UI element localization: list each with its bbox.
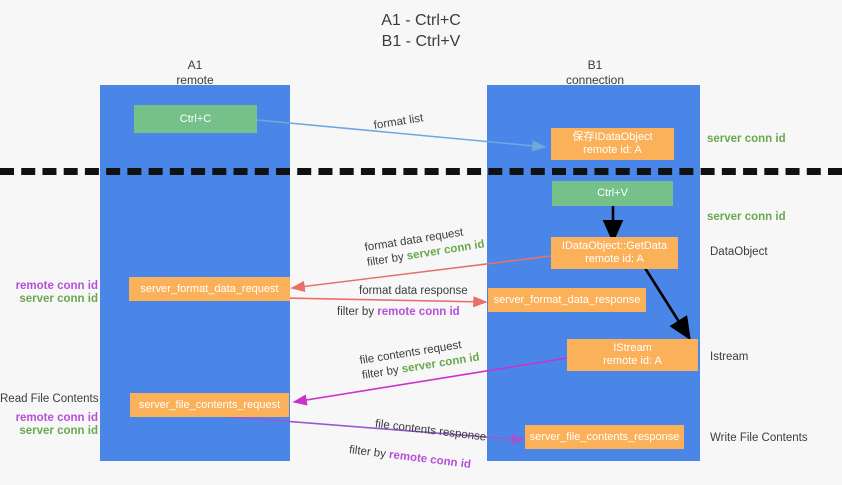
server-file-contents-response-box[interactable]: server_file_contents_response [525, 425, 684, 449]
save-idataobject-box-line1: 保存IDataObject [572, 131, 653, 143]
idataobject-getdata-box[interactable]: IDataObject::GetData remote id: A [551, 237, 678, 269]
ctrl-v-box-label: Ctrl+V [597, 187, 628, 199]
left-label-read-file-contents: Read File Contents [0, 393, 99, 405]
server-file-contents-response-label: server_file_contents_response [529, 430, 680, 443]
server-format-data-response-box[interactable]: server_format_data_response [488, 288, 646, 312]
ctrl-v-box[interactable]: Ctrl+V [552, 181, 673, 206]
server-file-contents-request-box[interactable]: server_file_contents_request [130, 393, 289, 417]
left-label-remote-conn-id-2: remote conn id [15, 412, 98, 424]
left-label-server-conn-id-2: server conn id [19, 425, 98, 437]
idataobject-getdata-box-line2: remote id: A [585, 253, 644, 265]
ctrl-c-box[interactable]: Ctrl+C [134, 105, 257, 133]
right-label-istream: Istream [710, 351, 749, 363]
istream-box-line2: remote id: A [603, 355, 662, 367]
edge-label-format-list: format list [372, 112, 425, 132]
lane-header-a1-remote: A1 remote [176, 58, 214, 87]
edge-label-file-contents-request: file contents request filter by server c… [358, 339, 481, 382]
istream-box-line1: IStream [613, 342, 652, 354]
server-file-contents-request-label: server_file_contents_request [138, 398, 281, 411]
edge-label-format-data-response: format data response [359, 285, 468, 297]
edge-label-file-contents-response-filter: filter by remote conn id [348, 444, 472, 471]
right-label-dataobject: DataObject [710, 246, 768, 258]
save-idataobject-box[interactable]: 保存IDataObject remote id: A [551, 128, 674, 160]
left-label-server-conn-id-1: server conn id [19, 293, 98, 305]
lane-header-b1-connection: B1 connection [565, 58, 625, 87]
idataobject-getdata-box-line1: IDataObject::GetData [561, 240, 668, 252]
right-label-server-conn-id-top: server conn id [707, 133, 786, 145]
right-label-write-file-contents: Write File Contents [710, 432, 808, 444]
edge-label-format-data-response-filter: filter by remote conn id [337, 306, 460, 318]
edge-label-format-data-request: format data request filter by server con… [363, 226, 486, 269]
edge-label-file-contents-response: file contents response [374, 418, 487, 444]
phase-divider [0, 168, 842, 175]
right-label-server-conn-id-mid: server conn id [707, 211, 786, 223]
istream-box[interactable]: IStream remote id: A [567, 339, 698, 371]
server-format-data-response-label: server_format_data_response [493, 293, 641, 306]
left-label-remote-conn-id-1: remote conn id [15, 280, 98, 292]
page-title: A1 - Ctrl+C B1 - Ctrl+V [381, 12, 461, 50]
server-format-data-request-label: server_format_data_request [140, 282, 279, 295]
server-format-data-request-box[interactable]: server_format_data_request [129, 277, 290, 301]
save-idataobject-box-line2: remote id: A [583, 144, 642, 156]
ctrl-c-box-label: Ctrl+C [179, 112, 212, 125]
